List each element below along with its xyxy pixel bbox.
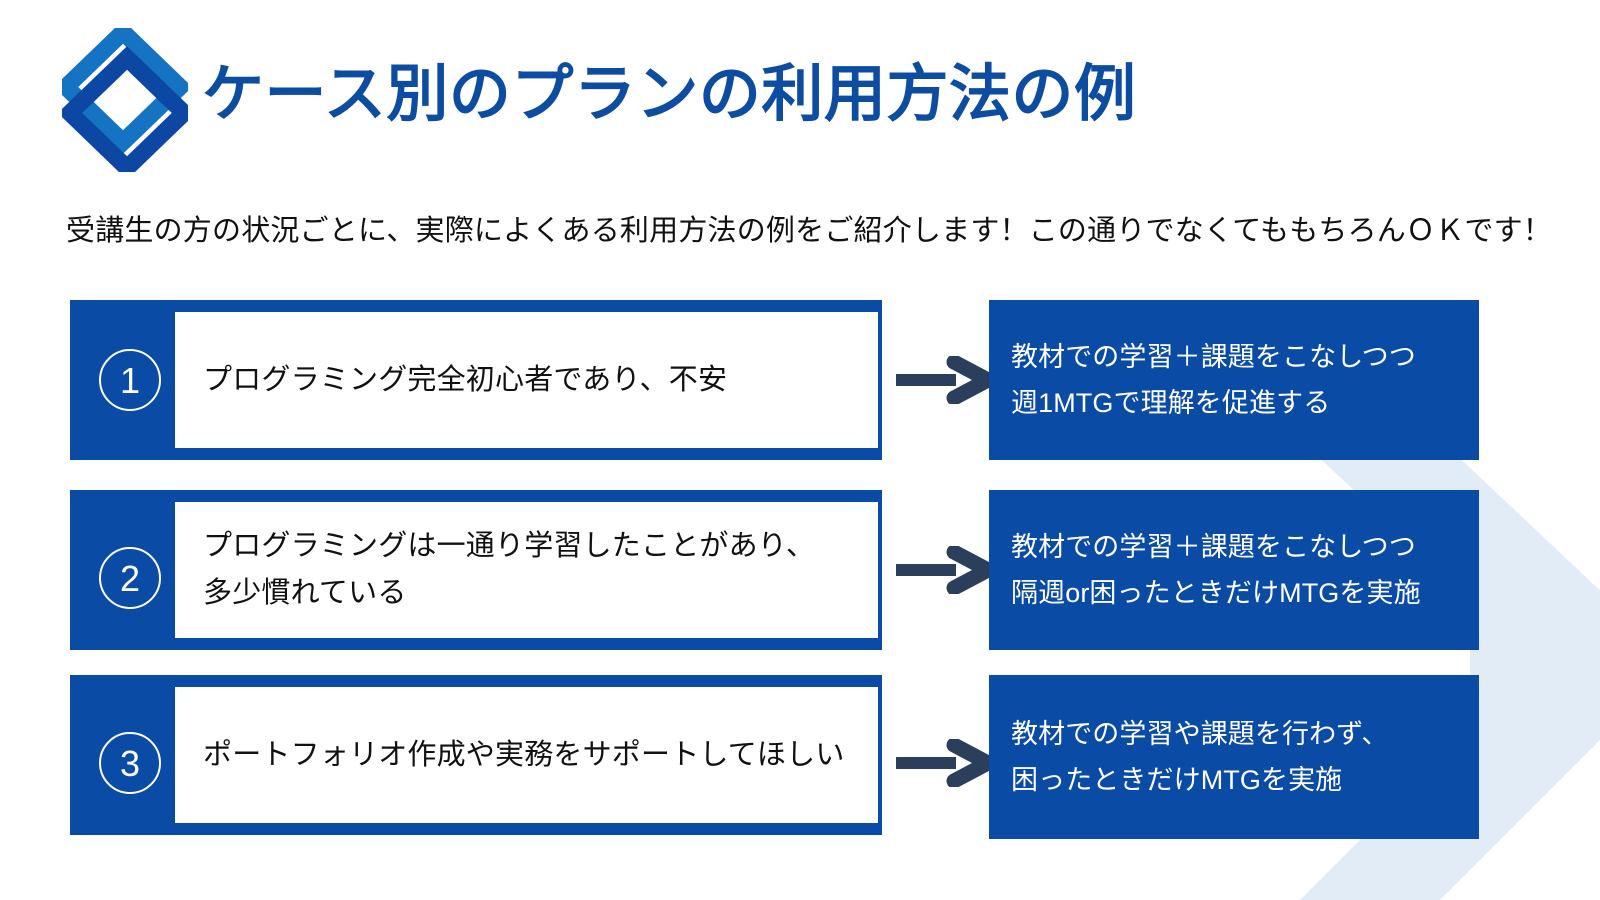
case-row: 2 プログラミングは一通り学習したことがあり、 多少慣れている 教材での学習＋課… <box>0 490 1600 650</box>
solution-line: 教材での学習＋課題をこなしつつ <box>1011 341 1416 372</box>
slide-header: ケース別のプランの利用方法の例 <box>0 0 1600 200</box>
diamond-logo-icon <box>62 28 188 172</box>
case-text-line: ポートフォリオ作成や実務をサポートしてほしい <box>203 738 845 771</box>
case-row: 3 ポートフォリオ作成や実務をサポートしてほしい 教材での学習や課題を行わず、 … <box>0 675 1600 839</box>
page-subtitle: 受講生の方の状況ごとに、実際によくある利用方法の例をご紹介します！この通りでなく… <box>66 215 1553 247</box>
case-row: 1 プログラミング完全初心者であり、不安 教材での学習＋課題をこなしつつ 週1M… <box>0 300 1600 460</box>
case-block: 3 ポートフォリオ作成や実務をサポートしてほしい <box>70 675 882 835</box>
solution-line: 隔週or困ったときだけMTGを実施 <box>1011 578 1421 608</box>
solution-card: 教材での学習＋課題をこなしつつ 隔週or困ったときだけMTGを実施 <box>989 490 1479 650</box>
right-arrow-icon <box>896 356 992 404</box>
right-arrow-icon <box>896 739 992 787</box>
case-text-box: プログラミングは一通り学習したことがあり、 多少慣れている <box>175 502 878 638</box>
case-number-badge: 2 <box>99 547 161 609</box>
case-block: 2 プログラミングは一通り学習したことがあり、 多少慣れている <box>70 490 882 650</box>
case-text-line: 多少慣れている <box>203 577 407 609</box>
case-text: ポートフォリオ作成や実務をサポートしてほしい <box>203 732 845 779</box>
case-number-badge: 1 <box>99 349 161 411</box>
solution-line: 教材での学習や課題を行わず、 <box>1011 718 1389 749</box>
case-text: プログラミングは一通り学習したことがあり、 多少慣れている <box>203 523 815 617</box>
case-text-box: ポートフォリオ作成や実務をサポートしてほしい <box>175 687 878 823</box>
solution-line: 教材での学習＋課題をこなしつつ <box>1011 531 1416 562</box>
right-arrow-icon <box>896 546 992 594</box>
solution-card: 教材での学習や課題を行わず、 困ったときだけMTGを実施 <box>989 675 1479 839</box>
case-number-badge: 3 <box>99 732 161 794</box>
case-text-line: プログラミングは一通り学習したことがあり、 <box>203 530 816 563</box>
case-text-box: プログラミング完全初心者であり、不安 <box>175 312 878 448</box>
case-block: 1 プログラミング完全初心者であり、不安 <box>70 300 882 460</box>
solution-card: 教材での学習＋課題をこなしつつ 週1MTGで理解を促進する <box>989 300 1479 460</box>
case-text-line: プログラミング完全初心者であり、不安 <box>203 363 728 396</box>
solution-line: 困ったときだけMTGを実施 <box>1011 765 1343 795</box>
solution-line: 週1MTGで理解を促進する <box>1011 388 1331 418</box>
case-text: プログラミング完全初心者であり、不安 <box>203 357 727 404</box>
page-title: ケース別のプランの利用方法の例 <box>202 60 1137 129</box>
